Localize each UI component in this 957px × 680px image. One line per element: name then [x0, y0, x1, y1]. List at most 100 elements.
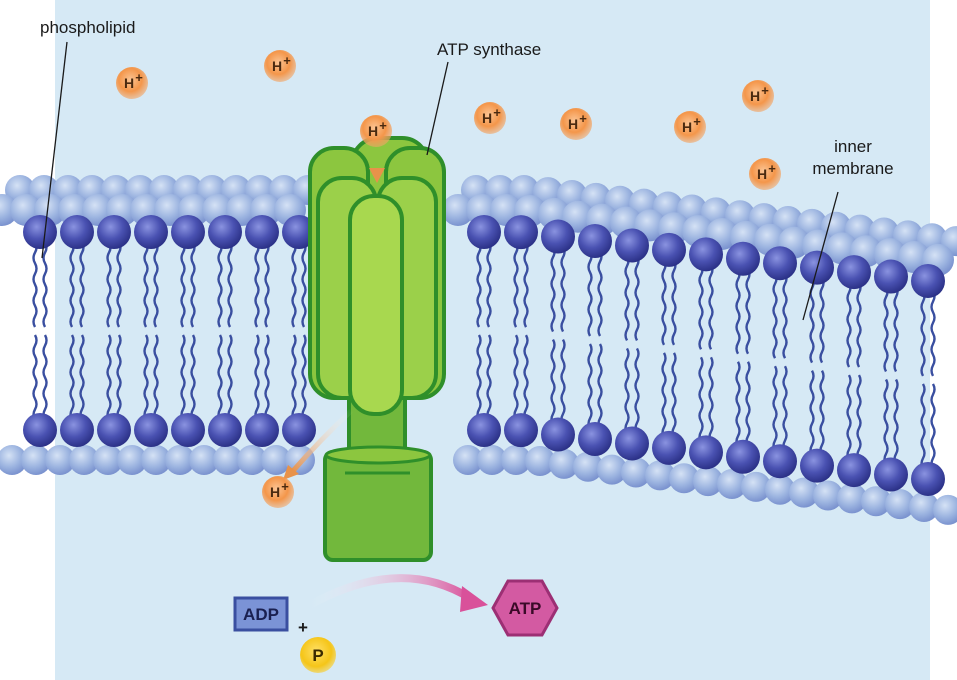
- lipid-head: [689, 435, 723, 470]
- atp-label: ATP: [509, 599, 542, 618]
- lipid-head-back: [837, 483, 867, 514]
- proton-charge: +: [283, 53, 291, 68]
- adp-label: ADP: [243, 605, 279, 624]
- lipid-head-back: [693, 466, 723, 497]
- lipid-tail: [587, 250, 593, 337]
- lipid-tail: [772, 272, 778, 359]
- proton: H+: [560, 108, 592, 140]
- proton-label: H: [124, 75, 134, 91]
- reaction-arrow: [308, 574, 473, 609]
- proton-circle: [262, 476, 294, 508]
- lipid-head-back: [573, 451, 603, 482]
- lipid-head: [763, 246, 797, 281]
- proton-charge: +: [281, 479, 289, 494]
- lipid-tail: [846, 281, 852, 368]
- proton: H+: [262, 476, 294, 508]
- proton-circle: [474, 102, 506, 134]
- lipid-head-back: [501, 445, 531, 475]
- lipid-tail: [671, 259, 677, 346]
- lipid-tail: [42, 241, 48, 328]
- lipid-tail: [116, 241, 122, 328]
- proton-exit-arrow: [290, 408, 354, 474]
- lipid-tail: [560, 338, 566, 426]
- lipid-head-back: [442, 194, 474, 226]
- lipid-head-back: [669, 463, 699, 494]
- lipid-head: [208, 215, 242, 249]
- lipid-head: [467, 413, 501, 447]
- lipid-head-back: [165, 445, 195, 475]
- lipid-head: [208, 413, 242, 447]
- proton-charge: +: [379, 118, 387, 133]
- lipid-tail: [116, 334, 122, 421]
- lipid-head: [578, 224, 612, 258]
- background-panel: [55, 0, 930, 680]
- lipid-tail: [486, 241, 492, 328]
- proton-label: H: [757, 166, 767, 182]
- lipid-tail: [153, 334, 159, 421]
- lipid-tail: [597, 250, 603, 337]
- lipid-tail: [42, 334, 48, 421]
- lipid-head-back: [717, 469, 747, 499]
- proton-charge: +: [135, 70, 143, 85]
- proton-charge: +: [693, 114, 701, 129]
- reaction-arrowhead: [460, 586, 488, 612]
- lipid-tail: [301, 241, 307, 328]
- lipid-tail: [550, 338, 556, 426]
- lipid-head-back: [477, 445, 507, 475]
- lipid-tail: [856, 374, 862, 461]
- lipid-tail: [735, 268, 741, 355]
- proton: H+: [674, 111, 706, 143]
- lipid-tail: [523, 334, 529, 421]
- lipid-tail: [153, 241, 159, 328]
- lipid-tail: [106, 334, 112, 421]
- lipid-head-back: [813, 480, 843, 511]
- lipid-head: [541, 219, 575, 254]
- lipid-head-back: [549, 448, 579, 479]
- lipid-tail: [476, 241, 482, 328]
- lipid-head: [134, 215, 168, 249]
- proton-circle: [674, 111, 706, 143]
- lipid-tail: [920, 383, 926, 470]
- lipid-head-back: [933, 494, 957, 525]
- lipid-head-back: [237, 445, 267, 475]
- lipid-tail: [32, 241, 38, 328]
- lipid-tail: [883, 285, 889, 373]
- lipid-tail: [513, 334, 519, 421]
- phosphate-label: P: [312, 646, 323, 665]
- lipid-tail: [69, 241, 75, 328]
- lipid-tail: [698, 263, 704, 350]
- lipid-tail: [550, 245, 556, 333]
- lipid-head-back: [861, 486, 891, 517]
- lipid-tail: [819, 277, 825, 364]
- lipid-head-back: [621, 457, 651, 488]
- atp-synthase-leader-line: [426, 61, 449, 156]
- lipid-tail: [735, 361, 741, 448]
- lipid-tail: [745, 268, 751, 355]
- lipid-tail: [846, 374, 852, 461]
- lipid-head: [541, 417, 575, 452]
- lipid-tail: [708, 356, 714, 443]
- lipid-tail: [227, 334, 233, 421]
- lipid-head: [245, 215, 279, 249]
- lipid-head-back: [765, 474, 795, 505]
- lipid-head: [504, 215, 538, 250]
- lipid-tail: [264, 334, 270, 421]
- lipid-head-back: [741, 471, 771, 502]
- inner-membrane-leader-line: [802, 191, 839, 321]
- lipid-head: [171, 413, 205, 447]
- lipid-head-back: [189, 445, 219, 475]
- proton-charge: +: [579, 111, 587, 126]
- reaction: ADP + P ATP: [233, 574, 559, 673]
- atp-synthase-label: ATP synthase: [437, 40, 541, 59]
- lipid-tail: [291, 241, 297, 328]
- lipid-head: [282, 215, 316, 249]
- proton-label: H: [482, 110, 492, 126]
- lipid-tail: [856, 281, 862, 368]
- proton-entry-arrowhead: [369, 168, 385, 183]
- proton-charge: +: [493, 105, 501, 120]
- lipid-tail: [708, 263, 714, 350]
- lipid-head: [874, 259, 908, 294]
- proton-circle: [360, 115, 392, 147]
- lipid-head: [134, 413, 168, 447]
- lipid-tail: [291, 334, 297, 421]
